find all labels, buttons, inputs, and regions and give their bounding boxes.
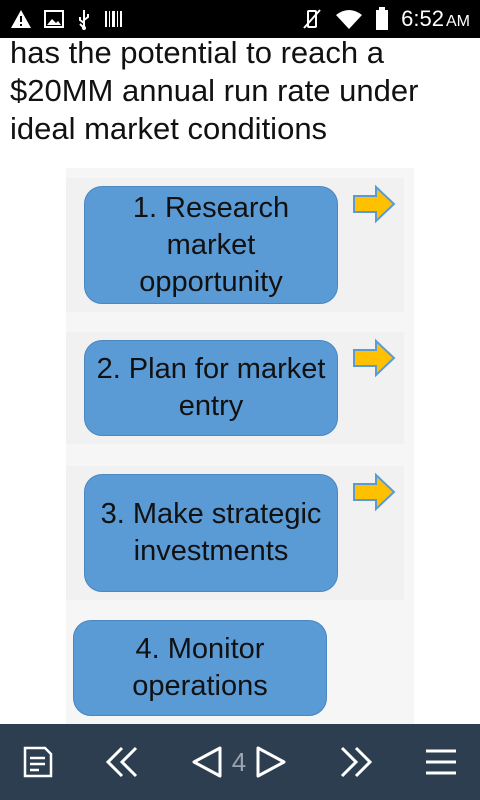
image-icon xyxy=(44,7,64,31)
prev-icon xyxy=(192,746,222,778)
step-box-2: 2. Plan for market entry xyxy=(84,340,338,436)
barcode-icon xyxy=(104,7,124,31)
step-label: 3. Make strategic investments xyxy=(100,498,322,567)
page-number: 4 xyxy=(231,746,247,777)
slide-text: has the potential to reach a $20MM annua… xyxy=(10,34,470,148)
step-row: 3. Make strategic investments xyxy=(66,466,404,600)
slide-text-line: $20MM annual run rate under xyxy=(10,73,419,108)
next-page-button[interactable] xyxy=(254,738,288,786)
wifi-icon xyxy=(335,7,363,31)
step-label: 1. Research market opportunity xyxy=(132,191,290,298)
first-page-button[interactable] xyxy=(104,738,140,786)
slide-text-line: has the potential to reach a xyxy=(10,35,384,70)
next-icon xyxy=(256,746,286,778)
right-arrow-icon xyxy=(353,472,396,512)
step-box-4: 4. Monitor operations xyxy=(73,620,327,716)
menu-icon xyxy=(425,749,456,775)
last-page-button[interactable] xyxy=(338,738,374,786)
right-arrow-icon xyxy=(353,184,396,224)
last-page-icon xyxy=(341,746,373,778)
first-page-icon xyxy=(105,746,137,778)
step-row: 1. Research market opportunity xyxy=(66,178,404,312)
notes-button[interactable] xyxy=(22,738,54,786)
slide-text-line: ideal market conditions xyxy=(10,111,328,146)
step-label: 4. Monitor operations xyxy=(132,633,268,702)
usb-icon xyxy=(76,7,92,31)
battery-icon xyxy=(375,7,389,31)
pager: 4 xyxy=(190,738,288,786)
process-diagram: 1. Research market opportunity 2. Plan f… xyxy=(66,168,414,724)
status-left xyxy=(10,7,124,31)
step-box-1: 1. Research market opportunity xyxy=(84,186,338,304)
vibrate-off-icon xyxy=(301,7,323,31)
menu-button[interactable] xyxy=(424,738,458,786)
right-arrow-icon xyxy=(353,338,396,378)
bottom-toolbar: 4 xyxy=(0,724,480,800)
step-row: 2. Plan for market entry xyxy=(66,332,404,444)
notes-icon xyxy=(23,746,53,778)
step-label: 2. Plan for market entry xyxy=(96,353,326,422)
step-box-3: 3. Make strategic investments xyxy=(84,474,338,592)
warning-icon xyxy=(10,7,32,31)
prev-page-button[interactable] xyxy=(190,738,224,786)
